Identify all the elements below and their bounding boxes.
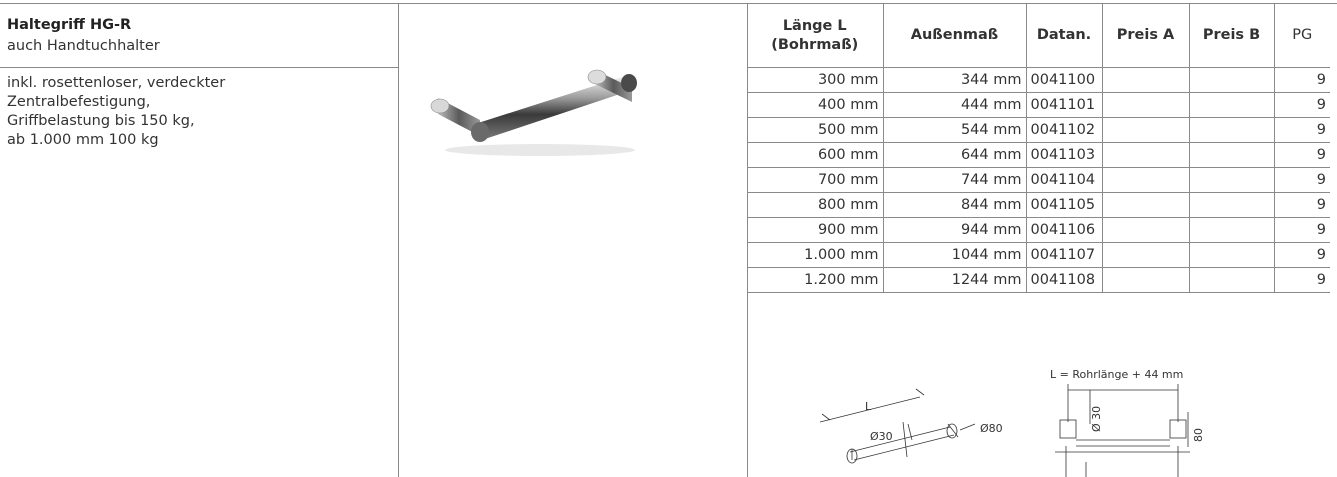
table-row: 1.200 mm 1244 mm 0041108 9 xyxy=(747,267,1330,293)
cell-preis-a xyxy=(1101,142,1190,168)
cell-preis-b xyxy=(1188,67,1275,93)
cell-datan: 0041103 xyxy=(1025,142,1103,168)
cell-preis-b xyxy=(1188,267,1275,293)
product-photo xyxy=(430,69,637,156)
cell-pg: 9 xyxy=(1273,267,1330,293)
table-row: 800 mm 844 mm 0041105 9 xyxy=(747,192,1330,218)
description-line: inkl. rosettenloser, verdeckter xyxy=(7,75,226,91)
cell-preis-b xyxy=(1188,92,1275,118)
table-row: 500 mm 544 mm 0041102 9 xyxy=(747,117,1330,143)
top-rule xyxy=(0,3,1337,4)
cell-laenge: 1.200 mm xyxy=(747,267,884,293)
technical-drawing: L = Rohrlänge + 44 mm L Ø30 Ø80 Ø 30 80 xyxy=(819,368,1205,477)
header-pg: PG xyxy=(1273,4,1330,68)
cell-preis-b xyxy=(1188,117,1275,143)
header-aussenmass: Außenmaß xyxy=(882,4,1027,68)
header-datan: Datan. xyxy=(1025,4,1103,68)
cell-datan: 0041108 xyxy=(1025,267,1103,293)
product-title: Haltegriff HG-R xyxy=(7,17,132,33)
table-row: 300 mm 344 mm 0041100 9 xyxy=(747,67,1330,93)
cell-datan: 0041105 xyxy=(1025,192,1103,218)
product-subtitle: auch Handtuchhalter xyxy=(7,38,160,54)
column-divider-left xyxy=(398,4,399,477)
drawing-formula: L = Rohrlänge + 44 mm xyxy=(1050,368,1183,381)
cell-preis-a xyxy=(1101,217,1190,243)
cell-laenge: 800 mm xyxy=(747,192,884,218)
cell-pg: 9 xyxy=(1273,192,1330,218)
cell-laenge: 700 mm xyxy=(747,167,884,193)
table-header-row: Länge L (Bohrmaß) Außenmaß Datan. Preis … xyxy=(747,4,1330,68)
spec-table: Länge L (Bohrmaß) Außenmaß Datan. Preis … xyxy=(747,4,1330,293)
cell-datan: 0041104 xyxy=(1025,167,1103,193)
cell-preis-b xyxy=(1188,242,1275,268)
cell-aussen: 944 mm xyxy=(882,217,1027,243)
cell-preis-a xyxy=(1101,67,1190,93)
product-description: inkl. rosettenloser, verdeckter Zentralb… xyxy=(7,74,225,150)
table-row: 600 mm 644 mm 0041103 9 xyxy=(747,142,1330,168)
cell-laenge: 400 mm xyxy=(747,92,884,118)
cell-aussen: 1244 mm xyxy=(882,267,1027,293)
cell-preis-a xyxy=(1101,92,1190,118)
cell-aussen: 444 mm xyxy=(882,92,1027,118)
label-d30: Ø30 xyxy=(870,430,893,443)
cell-laenge: 600 mm xyxy=(747,142,884,168)
description-line: Zentralbefestigung, xyxy=(7,94,151,110)
cell-aussen: 544 mm xyxy=(882,117,1027,143)
cell-datan: 0041101 xyxy=(1025,92,1103,118)
cell-preis-b xyxy=(1188,217,1275,243)
header-preis-b: Preis B xyxy=(1188,4,1275,68)
table-row: 900 mm 944 mm 0041106 9 xyxy=(747,217,1330,243)
label-l: L xyxy=(865,400,872,413)
cell-pg: 9 xyxy=(1273,142,1330,168)
cell-preis-b xyxy=(1188,142,1275,168)
cell-preis-a xyxy=(1101,242,1190,268)
description-line: ab 1.000 mm 100 kg xyxy=(7,132,159,148)
title-divider xyxy=(0,67,398,68)
cell-preis-a xyxy=(1101,192,1190,218)
cell-aussen: 644 mm xyxy=(882,142,1027,168)
cell-preis-a xyxy=(1101,117,1190,143)
cell-laenge: 500 mm xyxy=(747,117,884,143)
label-80: 80 xyxy=(1192,428,1205,442)
cell-datan: 0041102 xyxy=(1025,117,1103,143)
cell-preis-a xyxy=(1101,167,1190,193)
cell-pg: 9 xyxy=(1273,92,1330,118)
cell-pg: 9 xyxy=(1273,217,1330,243)
cell-datan: 0041106 xyxy=(1025,217,1103,243)
label-d80: Ø80 xyxy=(980,422,1003,435)
cell-pg: 9 xyxy=(1273,117,1330,143)
header-laenge: Länge L (Bohrmaß) xyxy=(747,4,884,68)
cell-preis-b xyxy=(1188,167,1275,193)
cell-datan: 0041100 xyxy=(1025,67,1103,93)
cell-laenge: 300 mm xyxy=(747,67,884,93)
table-row: 1.000 mm 1044 mm 0041107 9 xyxy=(747,242,1330,268)
description-line: Griffbelastung bis 150 kg, xyxy=(7,113,195,129)
cell-aussen: 744 mm xyxy=(882,167,1027,193)
cell-preis-a xyxy=(1101,267,1190,293)
cell-aussen: 1044 mm xyxy=(882,242,1027,268)
cell-pg: 9 xyxy=(1273,167,1330,193)
table-row: 400 mm 444 mm 0041101 9 xyxy=(747,92,1330,118)
cell-preis-b xyxy=(1188,192,1275,218)
table-row: 700 mm 744 mm 0041104 9 xyxy=(747,167,1330,193)
header-preis-a: Preis A xyxy=(1101,4,1190,68)
cell-pg: 9 xyxy=(1273,242,1330,268)
cell-pg: 9 xyxy=(1273,67,1330,93)
cell-aussen: 344 mm xyxy=(882,67,1027,93)
cell-aussen: 844 mm xyxy=(882,192,1027,218)
cell-datan: 0041107 xyxy=(1025,242,1103,268)
label-d30-vertical: Ø 30 xyxy=(1090,406,1103,432)
cell-laenge: 1.000 mm xyxy=(747,242,884,268)
cell-laenge: 900 mm xyxy=(747,217,884,243)
